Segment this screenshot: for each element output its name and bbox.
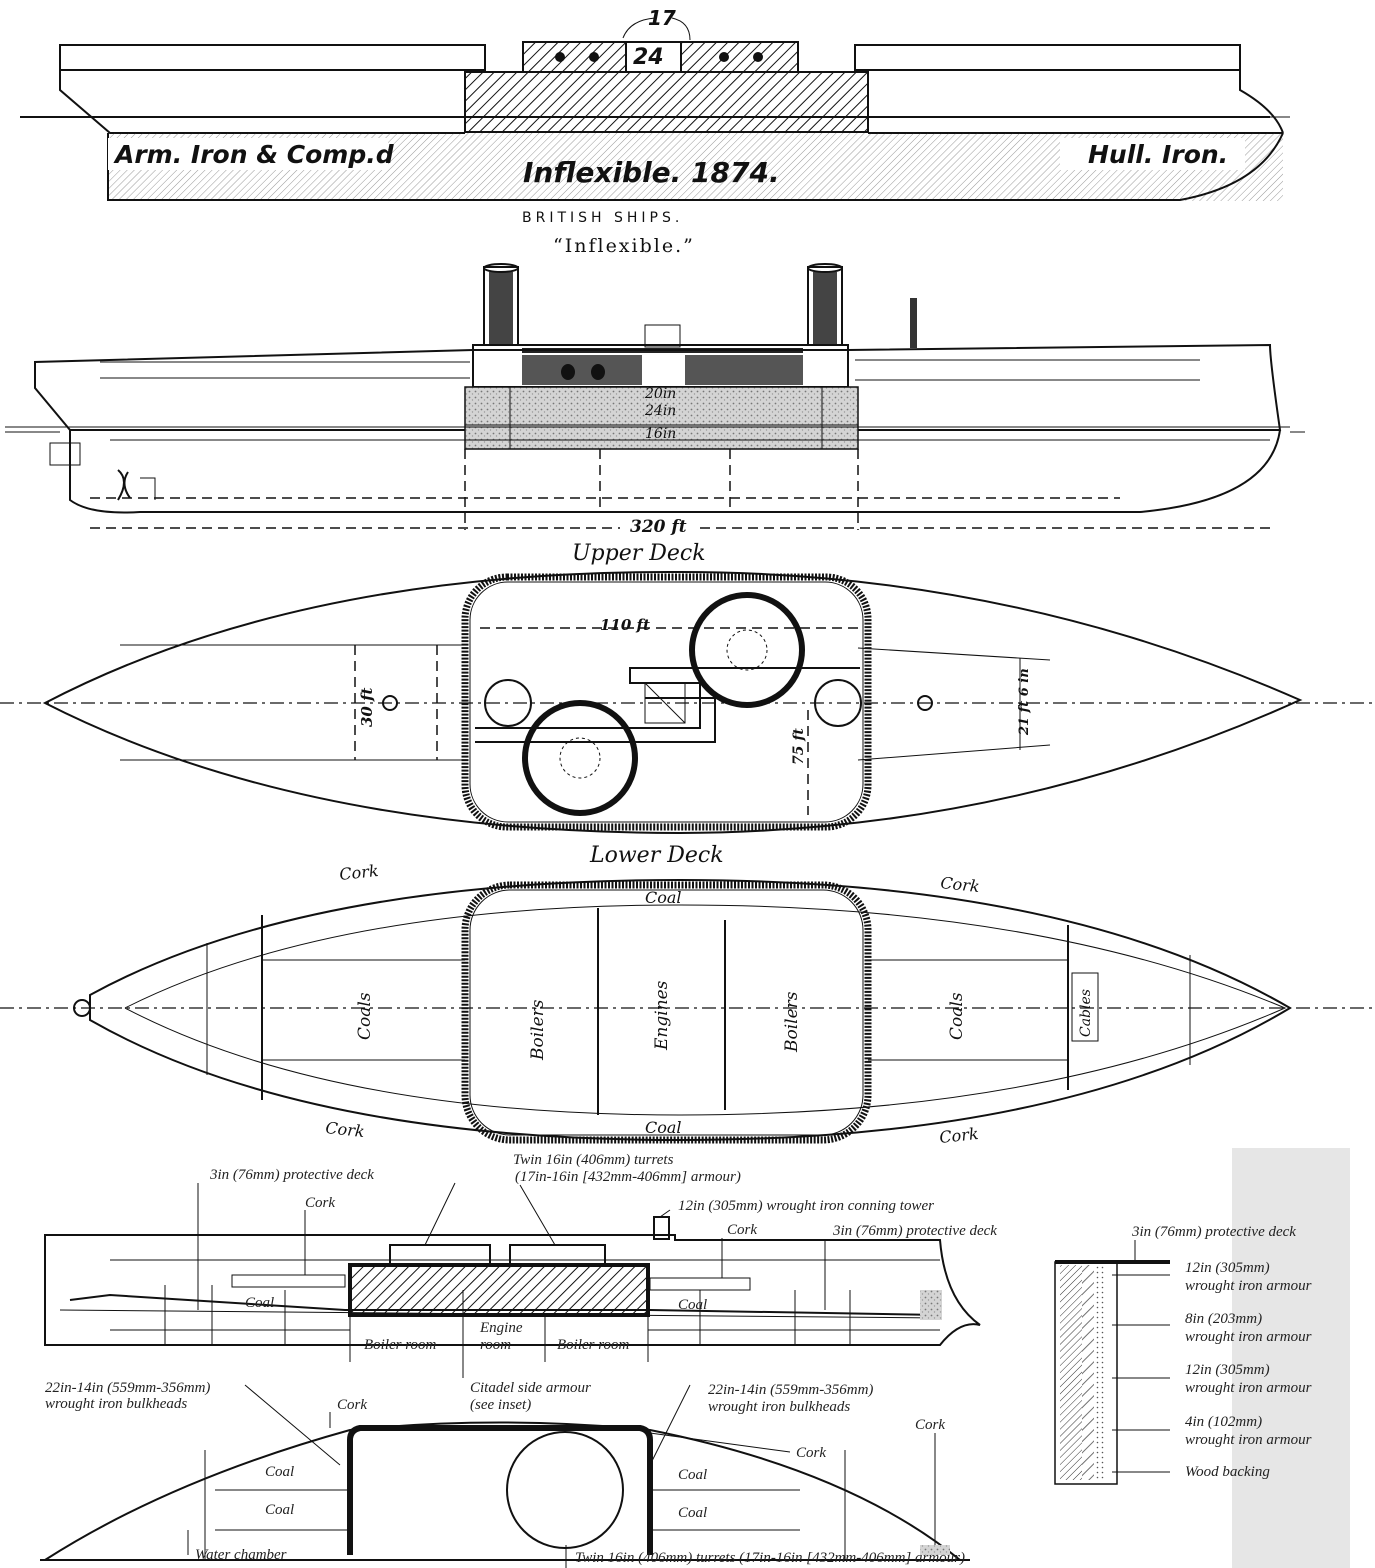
upper-deck-plan: Upper Deck 110 ft 30 ft 75 ft 21 ft 6 in	[0, 541, 1375, 835]
length-320ft: 320 ft	[630, 517, 687, 537]
engines-label: Engines	[652, 980, 672, 1051]
coals-label-right: Coals	[947, 992, 967, 1040]
inset-armour-8-2: wrought iron armour	[1185, 1329, 1312, 1345]
engine-room-2: room	[480, 1337, 511, 1353]
armour-20in: 20in	[644, 386, 676, 402]
cables-label: Cables	[1078, 989, 1094, 1037]
cork-section-2: Cork	[727, 1222, 757, 1238]
inset-wood-backing: Wood backing	[1185, 1464, 1270, 1480]
cork-label-4: Cork	[938, 1124, 979, 1147]
coal-section-1: Coal	[245, 1295, 274, 1311]
inset-armour-4-2: wrought iron armour	[1185, 1432, 1312, 1448]
turrets-bottom: Twin 16in (406mm) turrets (17in-16in [43…	[575, 1550, 965, 1566]
ship-name: “Inflexible.”	[553, 235, 695, 257]
engine-room-1: Engine	[479, 1320, 523, 1336]
inset-protective-deck: 3in (76mm) protective deck	[1131, 1224, 1296, 1240]
hull-iron-label: Hull. Iron.	[1088, 140, 1228, 169]
boilers-label-left: Boilers	[528, 999, 548, 1061]
citadel-armour-1: Citadel side armour	[470, 1380, 591, 1396]
gun-label-24: 24	[633, 45, 664, 70]
boiler-room-1: Boiler room	[364, 1337, 437, 1353]
coal-section-2: Coal	[678, 1297, 707, 1313]
ship-year-label: Inflexible. 1874.	[523, 156, 780, 189]
dim-110ft: 110 ft	[600, 616, 650, 634]
coal-section-5: Coal	[678, 1467, 707, 1483]
bulkheads-right-1: 22in-14in (559mm-356mm)	[708, 1382, 873, 1398]
armour-16in: 16in	[645, 426, 676, 442]
armour-iron-label: Arm. Iron & Comp.d	[113, 140, 395, 169]
coal-label-top: Coal	[645, 888, 682, 907]
lower-deck-title: Lower Deck	[589, 843, 724, 868]
protective-deck-right: 3in (76mm) protective deck	[832, 1223, 997, 1239]
coal-section-4: Coal	[265, 1502, 294, 1518]
coal-section-3: Coal	[265, 1464, 294, 1480]
section-drawings: 3in (76mm) protective deck Twin 16in (40…	[40, 1152, 997, 1568]
turrets-top-line2: (17in-16in [432mm-406mm] armour)	[515, 1169, 741, 1185]
inset-armour-4-1: 4in (102mm)	[1185, 1414, 1262, 1430]
inset-armour-12a-2: wrought iron armour	[1185, 1278, 1312, 1294]
armour-inset: 3in (76mm) protective deck 12in (305mm) …	[1054, 1148, 1350, 1568]
cork-label-3: Cork	[325, 1118, 366, 1141]
side-elevation: BRITISH SHIPS. “Inflexible.”	[5, 210, 1305, 537]
citadel-armour-2: (see inset)	[470, 1397, 531, 1413]
protective-deck-left: 3in (76mm) protective deck	[209, 1167, 374, 1183]
boilers-label-right: Boilers	[782, 991, 802, 1053]
coals-label-left: Coals	[355, 992, 375, 1040]
cork-label-1: Cork	[338, 861, 379, 884]
armour-profile: 17 24 Arm. Iron & Comp.d Inflexible. 187…	[20, 6, 1290, 201]
bulkheads-right-2: wrought iron bulkheads	[708, 1399, 850, 1415]
inset-armour-12a-1: 12in (305mm)	[1185, 1260, 1270, 1276]
dim-75ft: 75 ft	[791, 728, 807, 765]
series-header: BRITISH SHIPS.	[522, 210, 683, 226]
coal-section-6: Coal	[678, 1505, 707, 1521]
bulkheads-left-2: wrought iron bulkheads	[45, 1396, 187, 1412]
conning-tower: 12in (305mm) wrought iron conning tower	[678, 1198, 934, 1214]
cork-section-5: Cork	[915, 1417, 945, 1433]
boiler-room-2: Boiler room	[557, 1337, 630, 1353]
cork-section-4: Cork	[796, 1445, 826, 1461]
water-chamber: Water chamber	[195, 1547, 287, 1563]
turrets-top-line1: Twin 16in (406mm) turrets	[513, 1152, 674, 1168]
armour-24in: 24in	[644, 403, 676, 419]
bulkheads-left-1: 22in-14in (559mm-356mm)	[45, 1380, 210, 1396]
dim-21ft6: 21 ft 6 in	[1017, 668, 1032, 736]
gun-label-17: 17	[648, 6, 676, 30]
inset-armour-12b-2: wrought iron armour	[1185, 1380, 1312, 1396]
inset-armour-12b-1: 12in (305mm)	[1185, 1362, 1270, 1378]
dim-30ft: 30 ft	[358, 687, 376, 727]
upper-deck-title: Upper Deck	[572, 541, 706, 566]
cork-section-3: Cork	[337, 1397, 367, 1413]
inset-armour-8-1: 8in (203mm)	[1185, 1311, 1262, 1327]
coal-label-bottom: Coal	[645, 1118, 682, 1137]
lower-deck-plan: Lower Deck Cork Cork Cork Cork Coal Coal…	[0, 843, 1375, 1147]
cork-label-2: Cork	[940, 873, 981, 896]
cork-section-1: Cork	[305, 1195, 335, 1211]
